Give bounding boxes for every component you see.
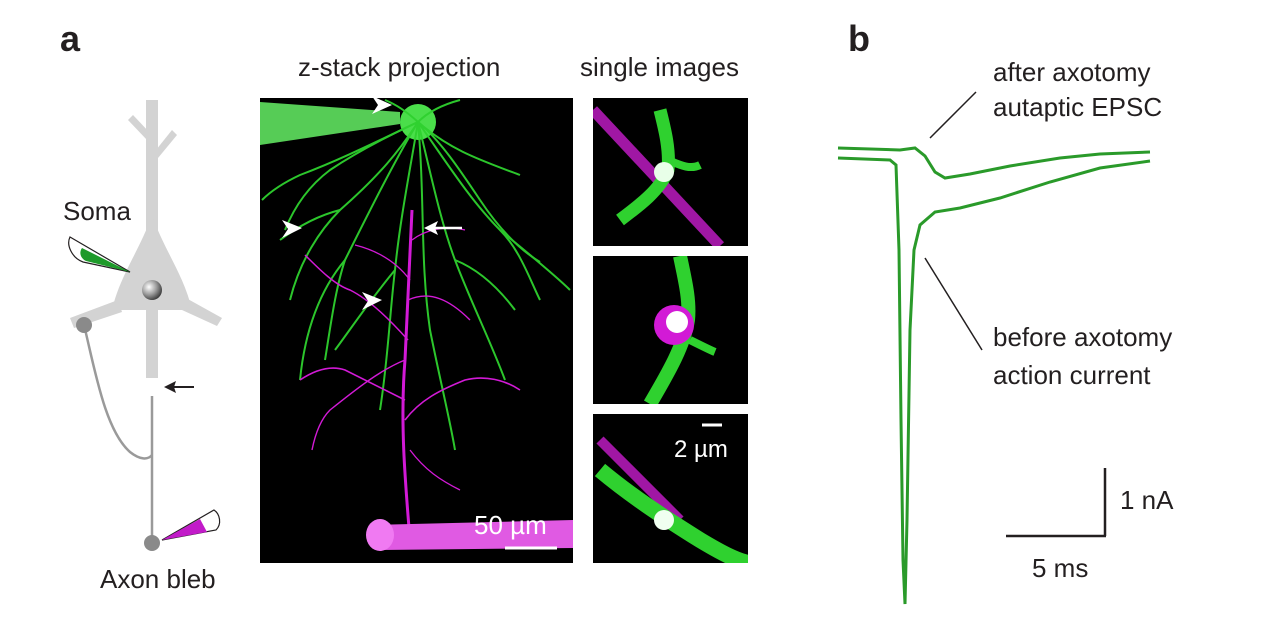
pointer-lower — [924, 257, 983, 351]
axon-bleb — [144, 535, 160, 551]
projection-scale-label: 50 µm — [474, 510, 547, 540]
single-image-3 — [594, 423, 748, 563]
lower-label-line1: before axotomy — [993, 322, 1173, 352]
single-image-1 — [593, 106, 725, 246]
trace-before-axotomy — [837, 156, 1151, 605]
panel-b-letter: b — [848, 18, 870, 59]
arrowhead-top — [372, 98, 392, 114]
magenta-axon — [299, 209, 521, 541]
axon-initial — [146, 306, 158, 378]
collateral-bouton — [76, 317, 92, 333]
axotomy-arrow-head — [164, 381, 176, 393]
soma-label: Soma — [63, 196, 131, 226]
single-image-2 — [643, 256, 717, 404]
upper-label-line1: after axotomy — [993, 57, 1151, 87]
basal-dendrite-right — [182, 298, 222, 326]
panel-a-letter: a — [60, 18, 81, 59]
arrowhead-middle — [362, 292, 382, 310]
arrow-synapse-head — [424, 221, 438, 235]
soma-body — [112, 215, 192, 310]
projection-background — [260, 98, 573, 563]
single-images-title: single images — [580, 52, 739, 82]
projection-title: z-stack projection — [298, 52, 501, 82]
nucleus — [142, 280, 162, 300]
scale-x-label: 5 ms — [1032, 553, 1089, 583]
single-scale-label: 2 µm — [674, 436, 728, 463]
magenta-bleb — [366, 519, 394, 551]
soma-pipette-fill — [80, 248, 130, 272]
scale-y-label: 1 nA — [1120, 485, 1174, 515]
axon-collateral — [82, 324, 153, 460]
trace-after-axotomy — [837, 146, 1151, 180]
dendrite-branch-left — [128, 115, 150, 140]
upper-label-line2: autaptic EPSC — [993, 92, 1163, 122]
magenta-pipette — [370, 520, 573, 550]
lower-label-line2: action current — [993, 360, 1151, 390]
soma-pipette-outline — [68, 236, 131, 273]
pointer-upper — [929, 91, 977, 139]
bleb-pipette-fill — [162, 519, 207, 540]
axon-bleb-label: Axon bleb — [100, 564, 216, 594]
apical-dendrite — [146, 100, 158, 250]
dendrite-branch-right — [156, 130, 177, 158]
green-dendrites — [261, 99, 571, 451]
green-pipette — [260, 102, 400, 145]
arrowhead-left — [282, 220, 302, 238]
